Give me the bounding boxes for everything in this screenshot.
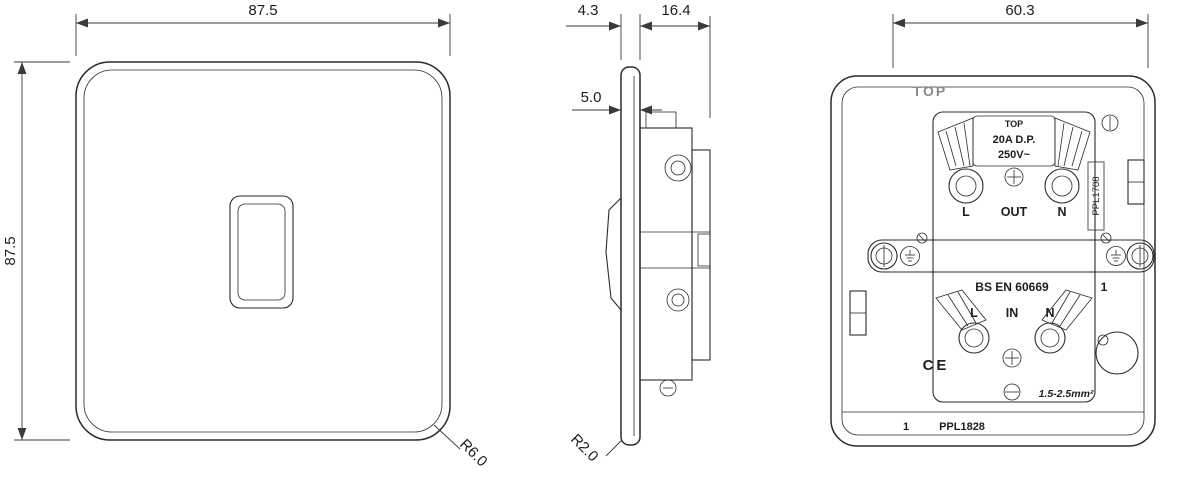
switch-mechanism: TOP 20A D.P. 250V~ — [932, 111, 1108, 403]
front-plate-outline — [75, 61, 451, 441]
front-radius-callout: R6.0 — [433, 424, 491, 470]
front-width-label: 87.5 — [248, 2, 277, 19]
small-screw-right-slot — [1102, 234, 1110, 242]
rocker-switch-outline — [229, 195, 294, 309]
side-part-number-label: PPL1708 — [1091, 176, 1102, 215]
front-height-dimension: 87.5 — [2, 61, 70, 441]
terminal-out-n-label: N — [1057, 205, 1066, 219]
mechanism-top-clip — [645, 111, 677, 129]
rocker-switch-face — [237, 203, 286, 301]
terminal-out-label: OUT — [1001, 205, 1028, 219]
footer-index-label: 1 — [903, 421, 909, 433]
terminal-barrel-upper — [664, 154, 692, 182]
mech-top-label: TOP — [1005, 119, 1023, 129]
cable-entry — [1095, 331, 1139, 375]
side-view: 4.3 16.4 5.0 R2.0 — [566, 2, 711, 465]
small-screw-left-slot — [918, 234, 926, 242]
back-plate-inner-outline — [841, 86, 1145, 436]
front-radius-label: R6.0 — [456, 436, 490, 470]
side-projection-label: 5.0 — [581, 89, 602, 106]
side-thickness-label: 4.3 — [578, 2, 599, 19]
fixing-screw-side — [659, 379, 677, 397]
cable-size-label: 1.5-2.5mm² — [1039, 388, 1094, 400]
terminal-in-right-bore — [1040, 328, 1060, 348]
standard-label: BS EN 60669 — [975, 280, 1049, 294]
cable-entry-outline — [1095, 331, 1139, 375]
terminal-out-left-bore — [955, 175, 977, 197]
terminal-barrel-upper-bore — [670, 160, 686, 176]
terminal-in-right — [1034, 322, 1066, 354]
center-screw-lower — [1002, 348, 1022, 368]
front-width-dimension: 87.5 — [75, 2, 451, 56]
wallbox-slot-right — [1127, 159, 1145, 205]
small-screw-right — [1100, 232, 1112, 244]
side-part-number-plate — [1087, 161, 1105, 231]
side-radius-callout: R2.0 — [567, 431, 623, 465]
fixing-screw-right — [1126, 242, 1154, 270]
side-projection-dimension: 5.0 — [572, 89, 662, 115]
bottom-screw — [1003, 383, 1021, 401]
side-radius-label: R2.0 — [567, 431, 601, 465]
earth-symbol-left-icon — [900, 246, 920, 266]
side-thickness-dimension: 4.3 — [566, 2, 641, 60]
mechanism-back-panel — [691, 149, 711, 361]
cable-entry-notch — [1097, 334, 1109, 346]
terminal-in-l-label: L — [970, 306, 978, 320]
back-view: TOP 60.3 — [830, 2, 1156, 447]
plate-top-label: TOP — [913, 83, 948, 99]
terminal-out-right — [1044, 168, 1080, 204]
leader-line — [433, 424, 461, 450]
top-right-screw — [1101, 114, 1119, 132]
wallbox-slot-left — [849, 290, 867, 336]
side-plate-profile — [620, 66, 641, 446]
wire-clamp-lower-right — [1041, 289, 1093, 331]
front-view: 87.5 87.5 R6.0 — [2, 2, 491, 470]
terminal-out-l-label: L — [962, 205, 970, 219]
strap-outline — [867, 239, 1155, 273]
back-width-label: 60.3 — [1005, 2, 1034, 19]
side-depth-label: 16.4 — [661, 2, 690, 19]
terminal-barrel-lower — [666, 288, 690, 312]
mechanism-outline — [932, 111, 1096, 403]
footer-part-number-label: PPL1828 — [939, 421, 985, 433]
front-plate-inner-outline — [83, 69, 443, 433]
terminal-out-right-bore — [1051, 175, 1073, 197]
yoke-lug — [697, 233, 711, 267]
front-height-label: 87.5 — [2, 236, 19, 265]
rating-label-line1: 20A D.P. — [993, 134, 1036, 146]
back-width-dimension: 60.3 — [892, 2, 1149, 68]
wire-guard-upper-right — [1054, 117, 1091, 171]
back-plate-outline — [830, 75, 1156, 447]
wire-guard-upper-left — [937, 117, 974, 171]
gang-marker-label: 1 — [1101, 280, 1108, 294]
side-mechanism — [639, 111, 711, 397]
ce-mark-label: CE — [923, 357, 950, 374]
mechanism-body — [639, 127, 693, 381]
terminal-in-left — [958, 322, 990, 354]
side-depth-dimension: 16.4 — [640, 2, 711, 118]
terminal-in-left-bore — [964, 328, 984, 348]
fixing-screw-left — [870, 242, 898, 270]
terminal-out-left — [948, 168, 984, 204]
side-rocker-profile — [605, 197, 622, 311]
wire-clamp-lower-left — [935, 289, 987, 331]
terminal-in-n-label: N — [1045, 306, 1054, 320]
earth-symbol-right-icon — [1106, 246, 1126, 266]
terminal-in-label: IN — [1006, 306, 1019, 320]
leader-line — [605, 439, 623, 457]
rating-label-line2: 250V~ — [998, 149, 1031, 161]
small-screw-left — [916, 232, 928, 244]
center-screw-upper — [1004, 167, 1024, 187]
terminal-barrel-lower-bore — [671, 293, 685, 307]
mounting-strap — [867, 232, 1155, 273]
